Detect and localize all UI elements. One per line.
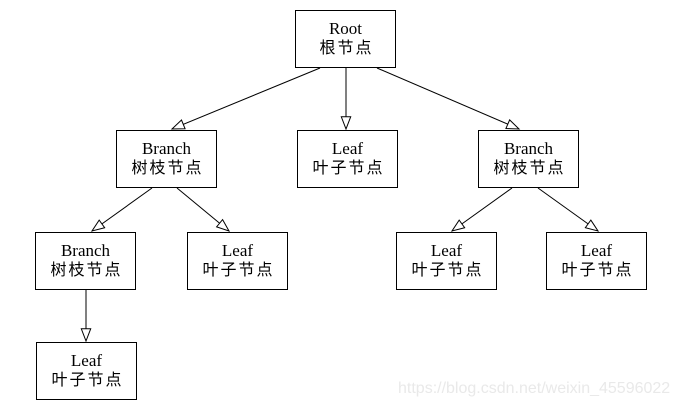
node-leaf-left-child: Leaf 叶子节点	[187, 232, 288, 290]
node-leaf-bottom-label-zh: 叶子节点	[51, 372, 124, 389]
node-leaf-bottom: Leaf 叶子节点	[36, 342, 137, 400]
node-branch-left-child: Branch 树枝节点	[35, 232, 136, 290]
node-branch-right-label-en: Branch	[503, 139, 554, 158]
node-branch-left-label-en: Branch	[141, 139, 192, 158]
node-root-label-en: Root	[328, 19, 363, 38]
node-leaf-right-child1-label-en: Leaf	[430, 241, 463, 260]
node-leaf-right-child2: Leaf 叶子节点	[546, 232, 647, 290]
node-leaf-right-child2-label-en: Leaf	[580, 241, 613, 260]
node-branch-left-child-label-en: Branch	[60, 241, 111, 260]
node-leaf-middle-label-en: Leaf	[331, 139, 364, 158]
node-leaf-middle-label-zh: 叶子节点	[312, 160, 385, 177]
node-branch-left-child-label-zh: 树枝节点	[50, 262, 123, 279]
node-branch-right: Branch 树枝节点	[478, 130, 579, 188]
node-branch-left-label-zh: 树枝节点	[131, 160, 204, 177]
watermark: https://blog.csdn.net/weixin_45596022	[398, 380, 671, 397]
node-leaf-right-child1: Leaf 叶子节点	[396, 232, 497, 290]
node-leaf-middle: Leaf 叶子节点	[297, 130, 398, 188]
edge-branch-left-to-branch-left-child	[90, 187, 153, 232]
node-root: Root 根节点	[295, 10, 396, 68]
node-root-label-zh: 根节点	[319, 40, 374, 57]
node-branch-right-label-zh: 树枝节点	[493, 160, 566, 177]
edge-branch-left-to-leaf-left-child	[176, 187, 231, 232]
node-leaf-bottom-label-en: Leaf	[70, 351, 103, 370]
node-leaf-right-child2-label-zh: 叶子节点	[561, 262, 634, 279]
edge-root-to-branch-right	[376, 67, 521, 130]
node-leaf-left-child-label-zh: 叶子节点	[202, 262, 275, 279]
edge-branch-right-to-leaf-right-child1	[450, 187, 513, 232]
edge-branch-right-to-leaf-right-child2	[537, 187, 600, 232]
edge-root-to-branch-left	[170, 67, 321, 130]
node-leaf-left-child-label-en: Leaf	[221, 241, 254, 260]
node-leaf-right-child1-label-zh: 叶子节点	[411, 262, 484, 279]
node-branch-left: Branch 树枝节点	[116, 130, 217, 188]
